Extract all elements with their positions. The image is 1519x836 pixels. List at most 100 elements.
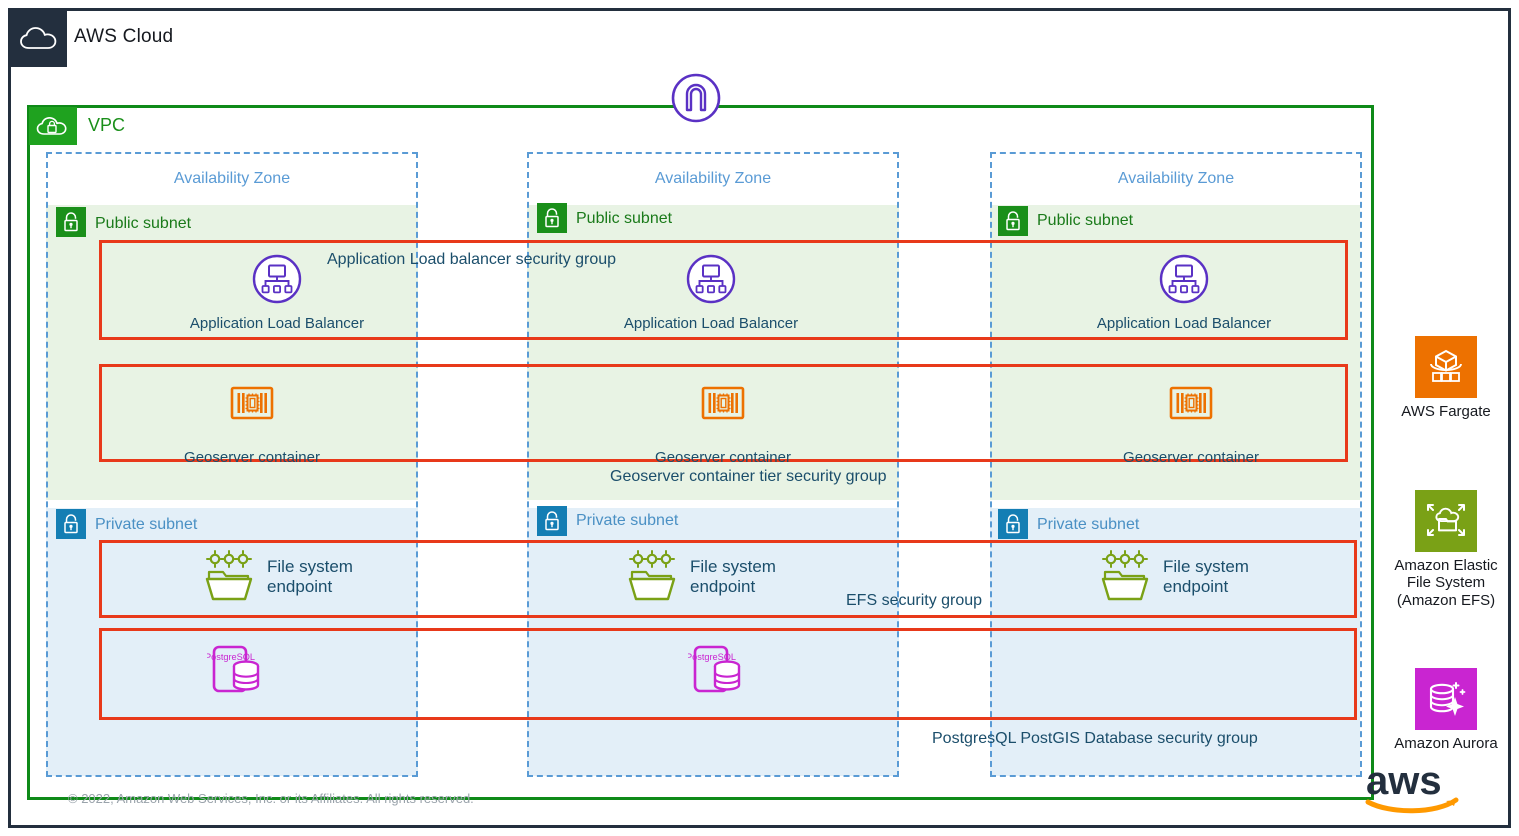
private-subnet-region-az2	[527, 508, 899, 776]
alb-node-az2-label: Application Load Balancer	[623, 315, 799, 332]
efs-file-system-endpoint-icon	[1101, 550, 1149, 601]
amazon-efs-label: Amazon Elastic File System (Amazon EFS)	[1394, 557, 1497, 609]
database-security-group-box	[99, 628, 1357, 720]
public-subnet-region-az1	[46, 205, 418, 500]
postgresql-icon: PostgreSQL	[688, 645, 741, 693]
private-subnet-label-az3: Private subnet	[1037, 516, 1140, 533]
amazon-aurora-label: Amazon Aurora	[1394, 735, 1498, 752]
padlock-icon	[64, 212, 78, 232]
amazon-aurora-icon	[1429, 682, 1466, 716]
postgresql-node-az2: PostgreSQL	[688, 641, 750, 703]
legend-item-fargate: AWS Fargate	[1380, 336, 1512, 420]
public-subnet-badge-az2	[537, 203, 567, 233]
public-subnet-label-az2: Public subnet	[576, 210, 673, 227]
amazon-aurora-swatch	[1415, 668, 1477, 730]
efs-endpoint-node-az2-label-line2: endpoint	[690, 577, 756, 596]
efs-endpoint-node-az2: File system endpoint	[626, 549, 776, 605]
application-load-balancer-icon	[252, 254, 302, 304]
amazon-efs-label-line2: File System	[1406, 574, 1486, 592]
efs-endpoint-node-az1-label-line1: File system	[267, 557, 353, 577]
amazon-efs-label-line1: Amazon Elastic	[1394, 557, 1498, 574]
efs-file-system-endpoint-icon	[205, 550, 253, 601]
internet-gateway-icon	[670, 72, 722, 124]
alb-node-az2: Application Load Balancer	[591, 253, 831, 332]
copyright-text: © 2022, Amazon Web Services, Inc. or its…	[68, 791, 474, 806]
geoserver-node-az2-label: Geoserver container	[655, 449, 791, 466]
efs-endpoint-node-az3-label-line2: endpoint	[1163, 577, 1229, 596]
public-subnet-badge-az1	[56, 207, 86, 237]
aws-logo: aws	[1362, 759, 1482, 816]
efs-endpoint-node-az3: File system endpoint	[1099, 549, 1249, 605]
alb-node-az3-label: Application Load Balancer	[1096, 315, 1272, 332]
postgresql-icon: PostgreSQL	[207, 645, 260, 693]
availability-zone-2	[527, 152, 899, 777]
aws-cloud-label: AWS Cloud	[74, 26, 174, 47]
public-subnet-label-az1: Public subnet	[95, 215, 192, 232]
efs-file-system-endpoint-icon	[628, 550, 676, 601]
legend-item-efs: Amazon Elastic File System (Amazon EFS)	[1380, 490, 1512, 609]
cloud-icon	[20, 27, 57, 49]
alb-security-group-label: Application Load balancer security group	[327, 251, 617, 268]
geoserver-node-az1: Geoserver container	[157, 379, 347, 466]
public-subnet-label-az3: Public subnet	[1037, 212, 1134, 229]
application-load-balancer-icon	[1159, 254, 1209, 304]
database-security-group-label: PostgresQL PostGIS Database security gro…	[932, 730, 1258, 747]
efs-endpoint-node-az3-labels: File system endpoint	[1163, 557, 1249, 596]
efs-security-group-label: EFS security group	[846, 592, 983, 609]
vpc-label: VPC	[88, 115, 126, 135]
aws-fargate-icon	[1430, 349, 1462, 382]
availability-zone-3-label: Availability Zone	[1117, 170, 1235, 187]
availability-zone-3	[990, 152, 1362, 777]
geoserver-security-group-label: Geoserver container tier security group	[610, 468, 887, 485]
efs-endpoint-node-az3-label-line1: File system	[1163, 557, 1249, 577]
container-icon	[230, 386, 274, 420]
availability-zone-1	[46, 152, 418, 777]
public-subnet-badge-az3	[998, 206, 1028, 236]
vpc-badge	[29, 107, 77, 145]
amazon-efs-icon	[1427, 504, 1465, 536]
geoserver-node-az3-label: Geoserver container	[1123, 449, 1259, 466]
alb-node-az3: Application Load Balancer	[1064, 253, 1304, 332]
aws-cloud-badge	[11, 11, 67, 67]
padlock-icon	[1006, 211, 1020, 231]
availability-zone-2-label: Availability Zone	[654, 170, 772, 187]
svg-text:PostgreSQL: PostgreSQL	[688, 652, 736, 662]
public-subnet-region-az3	[990, 205, 1360, 500]
private-subnet-region-az1	[46, 508, 418, 776]
padlock-icon	[64, 514, 78, 534]
container-icon	[701, 386, 745, 420]
application-load-balancer-icon	[686, 254, 736, 304]
geoserver-node-az1-label: Geoserver container	[184, 449, 320, 466]
vpc-lock-cloud-icon	[36, 117, 67, 135]
private-subnet-region-az3	[990, 508, 1360, 776]
efs-endpoint-node-az2-labels: File system endpoint	[690, 557, 776, 596]
efs-security-group-box	[99, 540, 1357, 618]
aws-fargate-label: AWS Fargate	[1401, 403, 1491, 420]
padlock-icon	[545, 511, 559, 531]
postgresql-node-az1: PostgreSQL	[207, 641, 269, 703]
private-subnet-label-az2: Private subnet	[576, 512, 679, 529]
alb-node-az1: Application Load Balancer	[157, 253, 397, 332]
padlock-icon	[1006, 514, 1020, 534]
padlock-icon	[545, 208, 559, 228]
public-subnet-region-az2	[527, 205, 899, 500]
aws-fargate-swatch	[1415, 336, 1477, 398]
alb-node-az1-label: Application Load Balancer	[189, 315, 365, 332]
private-subnet-badge-az3	[998, 509, 1028, 539]
efs-endpoint-node-az1-labels: File system endpoint	[267, 557, 353, 596]
efs-endpoint-node-az1: File system endpoint	[203, 549, 353, 605]
private-subnet-label-az1: Private subnet	[95, 516, 198, 533]
amazon-efs-label-line3: (Amazon EFS)	[1396, 591, 1496, 609]
amazon-efs-swatch	[1415, 490, 1477, 552]
alb-security-group-box	[99, 240, 1348, 340]
geoserver-node-az3: Geoserver container	[1096, 379, 1286, 466]
efs-endpoint-node-az2-label-line1: File system	[690, 557, 776, 577]
container-icon	[1169, 386, 1213, 420]
availability-zone-1-label: Availability Zone	[173, 170, 291, 187]
geoserver-node-az2: Geoserver container	[628, 379, 818, 466]
efs-endpoint-node-az1-label-line2: endpoint	[267, 577, 333, 596]
svg-text:PostgreSQL: PostgreSQL	[207, 652, 255, 662]
geoserver-security-group-box	[99, 364, 1348, 462]
legend-item-aurora: Amazon Aurora	[1380, 668, 1512, 752]
